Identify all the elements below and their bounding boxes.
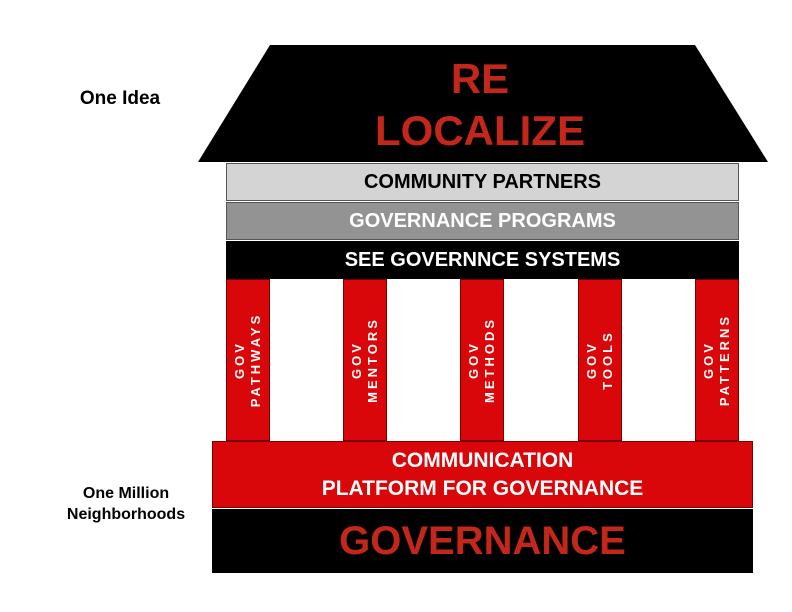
foundation-governance: GOVERNANCE: [212, 509, 753, 573]
label-one-million-neighborhoods: One Million Neighborhoods: [40, 483, 212, 525]
label-line-one-million: One Million: [82, 485, 170, 502]
label-one-idea: One Idea: [79, 88, 161, 109]
pillar-tools-prefix: GOV: [584, 341, 599, 379]
pillar-tools: GOV TOOLS: [578, 279, 622, 441]
band-community-partners: COMMUNITY PARTNERS: [226, 163, 739, 201]
pillar-tools-label: GOV TOOLS: [584, 330, 616, 390]
roof-title-localize: LOCALIZE: [375, 107, 585, 154]
platform-line-2: PLATFORM FOR GOVERNANCE: [321, 476, 644, 500]
pillar-mentors: GOV MENTORS: [343, 279, 387, 441]
communication-platform: COMMUNICATION PLATFORM FOR GOVERNANCE: [212, 441, 753, 508]
roof-title-re: RE: [450, 55, 510, 102]
pillar-pathways-label: GOV PATHWAYS: [232, 313, 264, 408]
pillar-methods-text: METHODS: [482, 317, 497, 403]
pillar-patterns-text: PATTERNS: [717, 313, 732, 407]
platform-line-1: COMMUNICATION: [391, 448, 574, 472]
band-governance-systems: SEE GOVERNNCE SYSTEMS: [226, 241, 739, 279]
band-governance-programs: GOVERNANCE PROGRAMS: [226, 202, 739, 240]
pillar-pathways-prefix: GOV: [232, 341, 247, 379]
pillar-patterns: GOV PATTERNS: [695, 279, 739, 441]
roof-polygon: [198, 45, 768, 162]
pillar-tools-text: TOOLS: [600, 330, 615, 390]
pillar-mentors-label: GOV MENTORS: [349, 317, 381, 403]
pillar-mentors-prefix: GOV: [349, 341, 364, 379]
pillar-pathways-text: PATHWAYS: [248, 312, 263, 408]
pillar-patterns-label: GOV PATTERNS: [701, 314, 733, 406]
pillar-pathways: GOV PATHWAYS: [226, 279, 270, 441]
label-line-neighborhoods: Neighborhoods: [66, 506, 186, 523]
pillar-methods: GOV METHODS: [460, 279, 504, 441]
pillar-methods-label: GOV METHODS: [466, 317, 498, 403]
pillar-patterns-prefix: GOV: [701, 341, 716, 379]
pillar-mentors-text: MENTORS: [365, 317, 380, 403]
pillar-methods-prefix: GOV: [466, 341, 481, 379]
